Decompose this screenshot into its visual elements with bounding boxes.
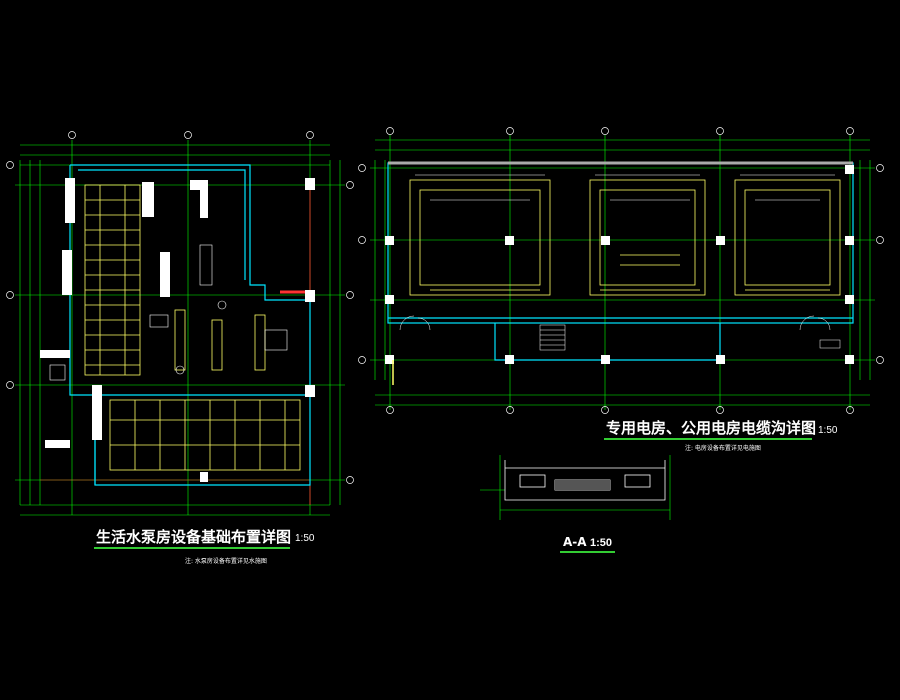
section-scale: 1:50 (590, 537, 612, 549)
electric-room-note: 注: 电房设备布置详见电施图 (685, 444, 761, 452)
pump-room-scale: 1:50 (295, 533, 315, 544)
pump-room-title: 生活水泵房设备基础布置详图 (96, 528, 291, 546)
section-title: A-A (563, 535, 587, 549)
electric-room-scale: 1:50 (818, 425, 838, 436)
electric-room-plan: 专用电房、公用电房电缆沟详图 1:50 注: 电房设备布置详见电施图 (370, 135, 875, 452)
pump-room-note: 注: 水泵房设备布置详见水施图 (185, 557, 267, 565)
electric-room-title: 专用电房、公用电房电缆沟详图 (606, 419, 816, 437)
section-a-a: A-A 1:50 (480, 455, 671, 553)
axis-bubbles (6, 127, 884, 484)
pump-room-plan: 生活水泵房设备基础布置详图 1:50 注: 水泵房设备布置详见水施图 (15, 140, 345, 565)
